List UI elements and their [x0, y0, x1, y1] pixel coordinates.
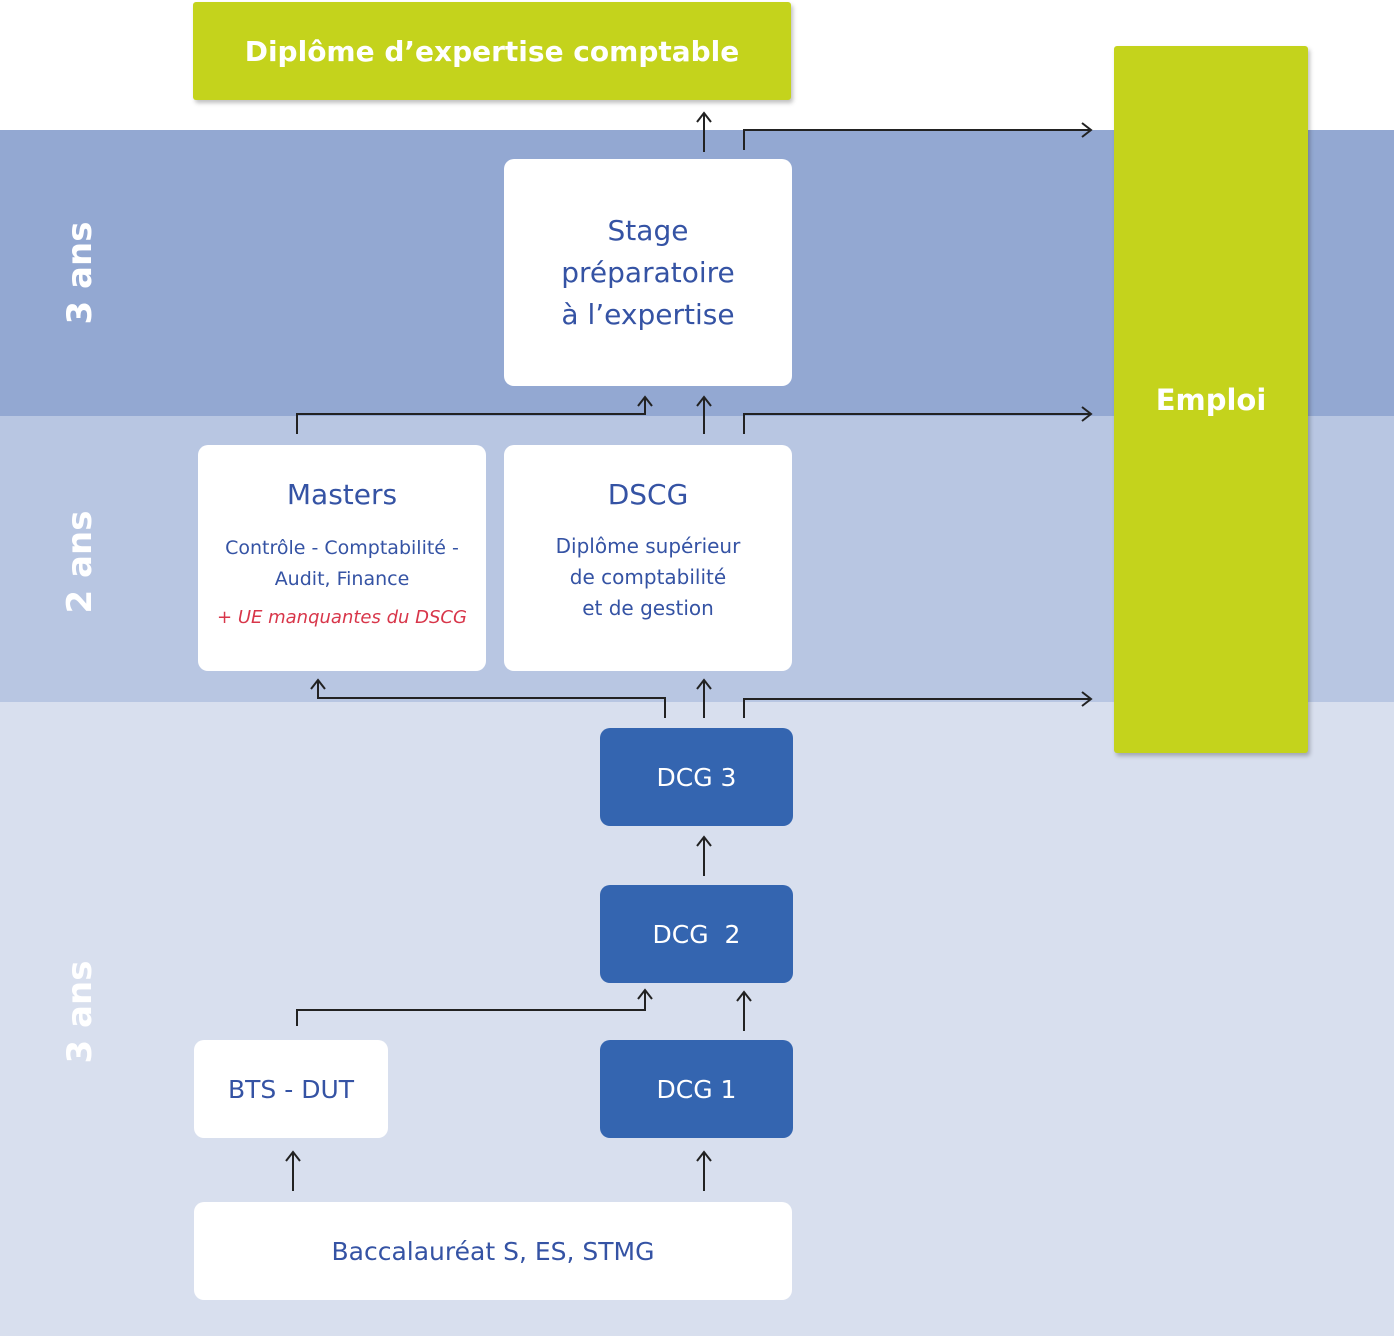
arrow-dscg-to-stage [696, 395, 712, 434]
arrow-bac-to-bts [285, 1150, 301, 1191]
diploma-title: Diplôme d’expertise comptable [244, 34, 740, 68]
arrow-dcg3-to-dscg [696, 678, 712, 718]
dcg1-box: DCG 1 [600, 1040, 793, 1138]
dcg1-label: DCG 1 [656, 1074, 737, 1104]
arrow-dcg3-to-masters [310, 678, 666, 718]
arrow-bac-to-dcg1 [696, 1150, 712, 1191]
arrow-dcg2-to-dcg3 [696, 835, 712, 876]
masters-note: + UE manquantes du DSCG [217, 607, 467, 628]
dcg2-box: DCG 2 [600, 885, 793, 983]
arrow-bts-to-dcg2 [296, 988, 653, 1026]
dscg-box: DSCG Diplôme supérieur de comptabilité e… [504, 445, 792, 671]
dcg2-label: DCG 2 [652, 919, 741, 949]
dscg-title: DSCG [607, 478, 689, 511]
dscg-line-3: et de gestion [582, 596, 714, 620]
masters-title: Masters [286, 478, 398, 511]
diploma-title-box: Diplôme d’expertise comptable [193, 2, 791, 100]
bts-dut-box: BTS - DUT [194, 1040, 388, 1138]
employment-box: Emploi [1114, 46, 1308, 753]
bts-dut-label: BTS - DUT [227, 1074, 355, 1104]
employment-label: Emploi [1155, 382, 1267, 417]
dscg-line-1: Diplôme supérieur [555, 534, 741, 558]
arrow-stage-to-emploi [743, 122, 1093, 150]
baccalaureat-box: Baccalauréat S, ES, STMG [194, 1202, 792, 1300]
masters-box: Masters Contrôle - Comptabilité - Audit,… [198, 445, 486, 671]
stage-line-2: préparatoire [561, 255, 735, 289]
stage-line-3: à l’expertise [561, 297, 735, 331]
arrow-dcg1-to-dcg2 [736, 990, 752, 1031]
stage-line-1: Stage [607, 213, 689, 247]
dscg-line-2: de comptabilité [569, 565, 727, 589]
dcg3-label: DCG 3 [656, 762, 737, 792]
arrow-dcg3-to-emploi [743, 691, 1093, 718]
arrow-stage-to-diploma [696, 111, 712, 152]
baccalaureat-label: Baccalauréat S, ES, STMG [331, 1236, 655, 1266]
masters-subtitle-line-1: Contrôle - Comptabilité - [225, 537, 459, 559]
dcg3-box: DCG 3 [600, 728, 793, 826]
stage-box: Stage préparatoire à l’expertise [504, 159, 792, 386]
arrow-dscg-to-emploi [743, 406, 1093, 434]
masters-subtitle-line-2: Audit, Finance [274, 568, 410, 590]
arrow-masters-to-stage [296, 395, 653, 434]
